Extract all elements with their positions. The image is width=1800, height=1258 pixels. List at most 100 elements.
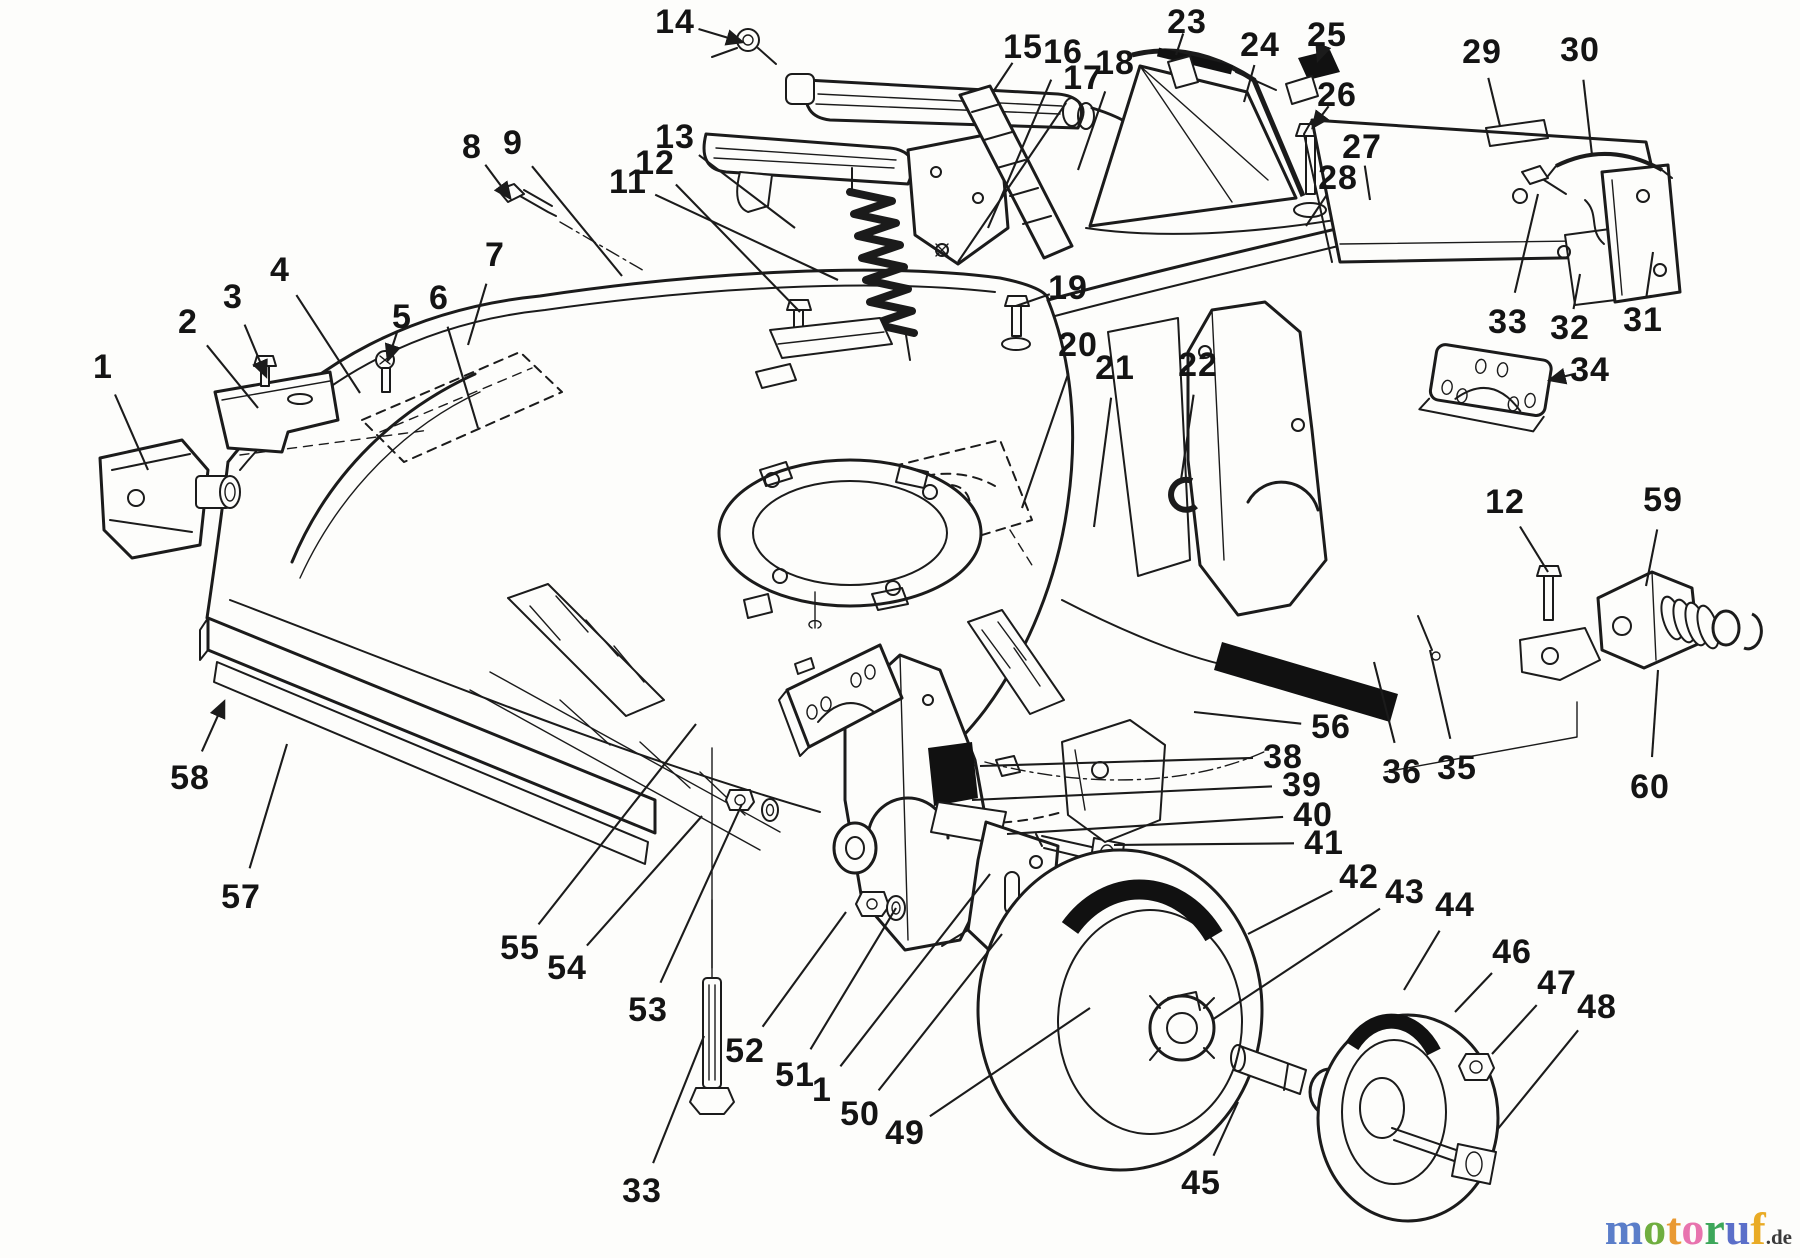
part-label-42: 42 <box>1339 858 1379 896</box>
leader-line-12 <box>1519 525 1549 573</box>
leader-line-13 <box>698 154 796 229</box>
leader-line-33 <box>1513 193 1540 294</box>
leader-line-15 <box>992 62 1014 93</box>
leader-line-59 <box>1644 529 1659 587</box>
leader-line-23 <box>1175 33 1185 56</box>
leader-line-22 <box>1179 394 1195 481</box>
leader-line-1 <box>839 873 991 1067</box>
part-label-12: 12 <box>635 144 675 182</box>
part-label-51: 51 <box>775 1056 815 1094</box>
watermark-letter: t <box>1666 1203 1682 1254</box>
flap-and-hardware <box>725 742 1021 921</box>
leader-line-47 <box>1491 1004 1538 1055</box>
part-label-46: 46 <box>1492 933 1532 971</box>
part-label-44: 44 <box>1435 886 1475 924</box>
height-bracket-right <box>1418 343 1553 433</box>
leader-line-18 <box>1077 91 1107 171</box>
part-label-17: 17 <box>1063 59 1103 97</box>
part-label-31: 31 <box>1623 301 1663 339</box>
leader-line-32 <box>1572 273 1582 310</box>
axle-bracket-right <box>1061 719 1166 843</box>
watermark-motoruf: motoruf.de <box>1605 1206 1792 1252</box>
watermark-letter: f <box>1750 1203 1766 1254</box>
leader-line-11 <box>654 193 839 281</box>
leader-line-31 <box>1645 251 1655 297</box>
part-label-43: 43 <box>1385 873 1425 911</box>
part-label-36: 36 <box>1382 753 1422 791</box>
part-label-52: 52 <box>725 1032 765 1070</box>
leader-line-21 <box>1092 397 1113 528</box>
watermark-suffix: .de <box>1765 1225 1792 1249</box>
part-label-27: 27 <box>1342 128 1382 166</box>
leader-line-17 <box>957 102 1067 263</box>
leader-line-5 <box>384 331 401 363</box>
part-label-16: 16 <box>1043 33 1083 71</box>
leader-line-60 <box>1650 669 1660 758</box>
damper-spring-assembly <box>1519 565 1763 681</box>
leader-line-9 <box>531 165 623 277</box>
leader-line-50 <box>877 933 1003 1092</box>
skirt-trim-bars <box>199 616 657 865</box>
part-label-11: 11 <box>609 163 647 201</box>
part-label-14: 14 <box>655 3 695 41</box>
leader-line-3 <box>243 324 268 379</box>
handle-grip-assembly <box>702 28 1140 361</box>
part-label-47: 47 <box>1537 964 1577 1002</box>
leader-line-14 <box>698 27 746 46</box>
watermark-letter: u <box>1724 1203 1751 1254</box>
leader-line-43 <box>1211 907 1381 1021</box>
leader-line-20 <box>1021 373 1070 509</box>
leader-line-27 <box>1363 165 1372 201</box>
leader-line-28 <box>1305 194 1328 227</box>
part-label-1: 1 <box>93 348 113 386</box>
part-label-57: 57 <box>221 878 261 916</box>
part-label-50: 50 <box>840 1095 880 1133</box>
leader-line-4 <box>295 294 361 394</box>
part-label-39: 39 <box>1282 766 1322 804</box>
leader-line-1 <box>114 394 149 471</box>
leader-line-36 <box>1372 661 1396 744</box>
part-label-19: 19 <box>1048 269 1088 307</box>
part-label-49: 49 <box>885 1114 925 1152</box>
leader-line-19 <box>1015 293 1051 307</box>
leader-line-12 <box>675 183 801 313</box>
leader-line-38 <box>979 756 1254 768</box>
side-plate-right <box>1061 300 1328 669</box>
part-label-24: 24 <box>1240 26 1280 64</box>
leader-line-40 <box>1006 815 1284 836</box>
part-label-25: 25 <box>1307 16 1347 54</box>
axle-nut-47 <box>1458 1053 1495 1081</box>
rear-wheel-small <box>1316 1013 1500 1223</box>
part-label-59: 59 <box>1643 481 1683 519</box>
leader-line-56 <box>1193 710 1302 725</box>
part-label-34: 34 <box>1570 351 1610 389</box>
side-plate-left <box>843 653 997 952</box>
rear-wheel-large <box>976 848 1264 1172</box>
bolt-5 <box>375 350 395 393</box>
leader-line-58 <box>200 699 226 752</box>
leader-line-46 <box>1454 972 1493 1013</box>
part-label-48: 48 <box>1577 988 1617 1026</box>
watermark-letter: o <box>1681 1203 1705 1254</box>
leader-line-49 <box>929 1007 1091 1118</box>
leader-line-48 <box>1496 1029 1579 1131</box>
leader-line-30 <box>1582 79 1594 156</box>
part-label-5: 5 <box>392 298 412 336</box>
part-label-20: 20 <box>1058 326 1098 364</box>
leader-line-52 <box>761 911 847 1028</box>
long-bolt-33 <box>689 899 735 1115</box>
part-label-45: 45 <box>1181 1164 1221 1202</box>
leader-line-35 <box>1428 649 1452 740</box>
engine-mount-ring <box>717 458 983 629</box>
part-label-32: 32 <box>1550 309 1590 347</box>
part-label-22: 22 <box>1178 346 1218 384</box>
part-label-54: 54 <box>547 949 587 987</box>
leader-line-25 <box>1315 42 1332 63</box>
leader-line-6 <box>446 326 480 429</box>
leader-line-55 <box>537 723 697 926</box>
leader-lines <box>114 27 1660 1164</box>
leader-line-51 <box>809 907 897 1050</box>
watermark-letter: r <box>1704 1203 1725 1254</box>
part-label-23: 23 <box>1167 3 1207 41</box>
leader-line-41 <box>1113 842 1295 847</box>
